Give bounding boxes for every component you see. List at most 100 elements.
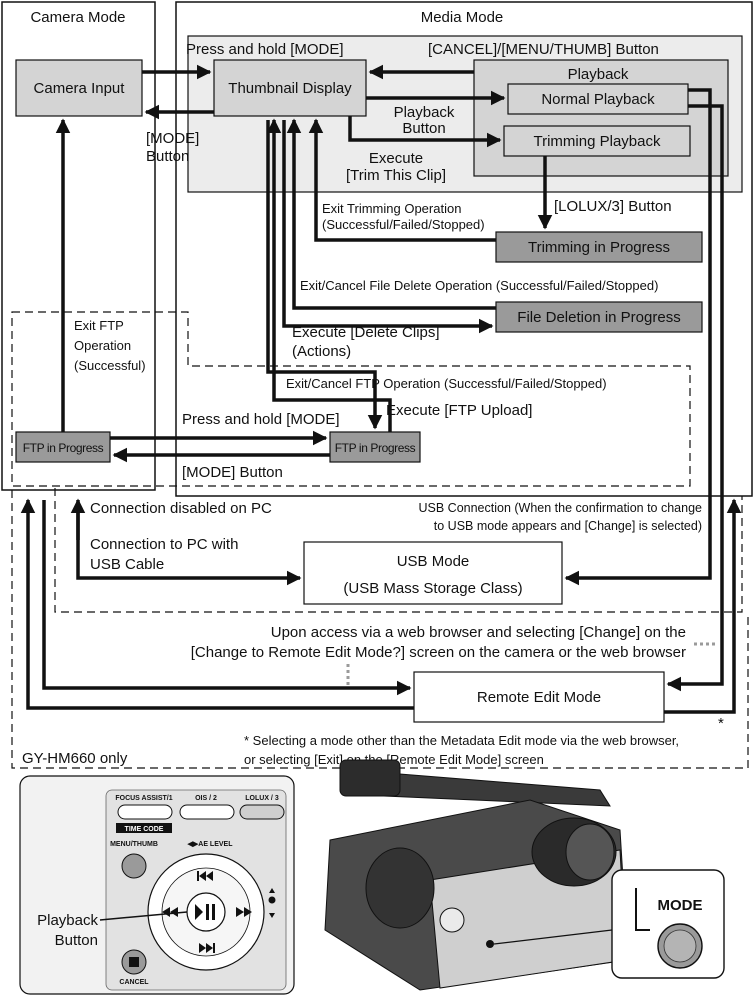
exit-cancel-ftp-label: Exit/Cancel FTP Operation (Successful/Fa… [286, 376, 607, 391]
media-mode-title: Media Mode [421, 9, 504, 26]
arrow-normal-to-usb [564, 88, 712, 586]
arrow-normal-to-remote [666, 104, 724, 692]
mode-button-label-2: Button [146, 148, 189, 165]
camcorder-illustration [324, 759, 629, 991]
connection-disabled-label: Connection disabled on PC [90, 500, 272, 517]
remote-edit-label: Remote Edit Mode [477, 689, 601, 706]
thumbnail-display-box [213, 59, 367, 117]
usb-mode-label: USB Mode [397, 553, 470, 570]
arrow-remote-exit-right [664, 498, 742, 714]
asterisk-label: * [718, 715, 724, 732]
camcorder-mode-dot [486, 940, 494, 948]
arrow-remote-to-left [20, 498, 414, 710]
ois-button[interactable] [179, 804, 235, 820]
ftp-right-label: FTP in Progress [335, 441, 416, 455]
lolux-label: LOLUX / 3 [245, 795, 279, 802]
ois-label: OIS / 2 [195, 795, 217, 802]
press-hold-mode-top-label: Press and hold [MODE] [186, 41, 344, 58]
playback-region-title: Playback [568, 66, 629, 83]
ftp-left-box [15, 431, 111, 463]
camera-panel: FOCUS ASSIST/1 OIS / 2 LOLUX / 3 TIME CO… [19, 775, 295, 995]
playback-button-label-2: Button [402, 120, 445, 137]
usb-mode-box [303, 541, 563, 605]
trimming-in-progress-label: Trimming in Progress [528, 239, 670, 256]
menu-thumb-button[interactable] [121, 853, 147, 879]
arrow-thumbnail-to-ftp [266, 120, 383, 430]
dotted-markers [346, 642, 716, 686]
mode-callout: MODE [611, 869, 725, 979]
gy-only-label: GY-HM660 only [22, 750, 128, 767]
playback-button-label-1: Playback [394, 104, 455, 121]
execute-trim-label-2: [Trim This Clip] [346, 167, 446, 184]
web-access-label-2: [Change to Remote Edit Mode?] screen on … [191, 644, 686, 661]
remote-edit-box [413, 671, 665, 723]
normal-playback-label: Normal Playback [541, 91, 655, 108]
focus-assist-label: FOCUS ASSIST/1 [115, 795, 172, 802]
file-deletion-label: File Deletion in Progress [517, 309, 680, 326]
playback-region [473, 59, 729, 177]
time-code-tag [116, 823, 172, 833]
mode-button-inner [663, 929, 697, 963]
panel-playback-leader [99, 911, 188, 921]
trimming-playback-label: Trimming Playback [534, 133, 661, 150]
camcorder-lens-glass [565, 823, 615, 881]
time-code-label: TIME CODE [125, 826, 164, 833]
camera-input-box [15, 59, 143, 117]
lolux-button[interactable] [239, 804, 285, 820]
panel-playback-label-2: Button [55, 932, 98, 949]
usb-connection-label-1: USB Connection (When the confirmation to… [419, 501, 703, 515]
exit-trimming-label-2: (Successful/Failed/Stopped) [322, 217, 485, 232]
focus-assist-button[interactable] [117, 804, 173, 820]
exit-ftp-label-2: Operation [74, 338, 131, 353]
thumbnail-display-label: Thumbnail Display [228, 80, 352, 97]
lolux-button-label: [LOLUX/3] Button [554, 198, 672, 215]
arrow-left-to-remote [42, 500, 412, 696]
press-hold-mode-mid-label: Press and hold [MODE] [182, 411, 340, 428]
arrow-trimming-progress-to-thumbnail [308, 118, 496, 242]
mode-label: MODE [658, 897, 703, 914]
skip-forward-icon [199, 943, 215, 953]
camcorder-viewfinder [339, 759, 401, 797]
ftp-left-label: FTP in Progress [23, 441, 104, 455]
ftp-right-box [329, 431, 421, 463]
trimming-in-progress-box [495, 231, 703, 263]
camcorder-dial [439, 907, 465, 933]
mode-callout-bracket [635, 888, 650, 931]
arrow-deletion-to-thumbnail [286, 118, 496, 310]
arrows [20, 64, 742, 714]
usb-connection-label-2: to USB mode appears and [Change] is sele… [434, 519, 702, 533]
exit-ftp-label-1: Exit FTP [74, 318, 124, 333]
menu-thumb-label: MENU/THUMB [110, 841, 158, 848]
skip-back-icon [197, 871, 213, 881]
gy-region-dashed [11, 490, 749, 769]
normal-playback-box [507, 83, 689, 115]
record-dot-icon [268, 896, 276, 904]
camcorder-lens-ring [365, 847, 435, 929]
mode-button-label-1: [MODE] [146, 130, 199, 147]
ae-level-label: ◀▶AE LEVEL [187, 841, 234, 848]
execute-delete-label-2: (Actions) [292, 343, 351, 360]
execute-ftp-upload-label: Execute [FTP Upload] [386, 402, 532, 419]
arrow-thumbnail-to-trimming [348, 116, 502, 148]
footnote-line-1: * Selecting a mode other than the Metada… [244, 733, 679, 748]
execute-delete-label-1: Execute [Delete Clips] [292, 324, 440, 341]
web-access-label-1: Upon access via a web browser and select… [271, 624, 686, 641]
fast-forward-icon [236, 907, 252, 917]
play-pause-icon [195, 904, 215, 920]
usb-mode-sub-label: (USB Mass Storage Class) [343, 580, 522, 597]
exit-ftp-label-3: (Successful) [74, 358, 146, 373]
exit-cancel-delete-label: Exit/Cancel File Delete Operation (Succe… [300, 278, 658, 293]
trimming-playback-box [503, 125, 691, 157]
camera-input-label: Camera Input [34, 80, 126, 97]
ftp-region-dashed [11, 311, 691, 487]
cancel-label: CANCEL [119, 979, 149, 986]
arrow-ftp-to-thumbnail [266, 118, 392, 432]
connection-pc-label-1: Connection to PC with [90, 536, 238, 553]
connection-pc-label-2: USB Cable [90, 556, 164, 573]
exit-trimming-label-1: Exit Trimming Operation [322, 201, 461, 216]
mode-leader-line [493, 929, 613, 945]
panel-playback-label-1: Playback [37, 912, 98, 929]
cancel-menu-thumb-label: [CANCEL]/[MENU/THUMB] Button [428, 41, 659, 58]
